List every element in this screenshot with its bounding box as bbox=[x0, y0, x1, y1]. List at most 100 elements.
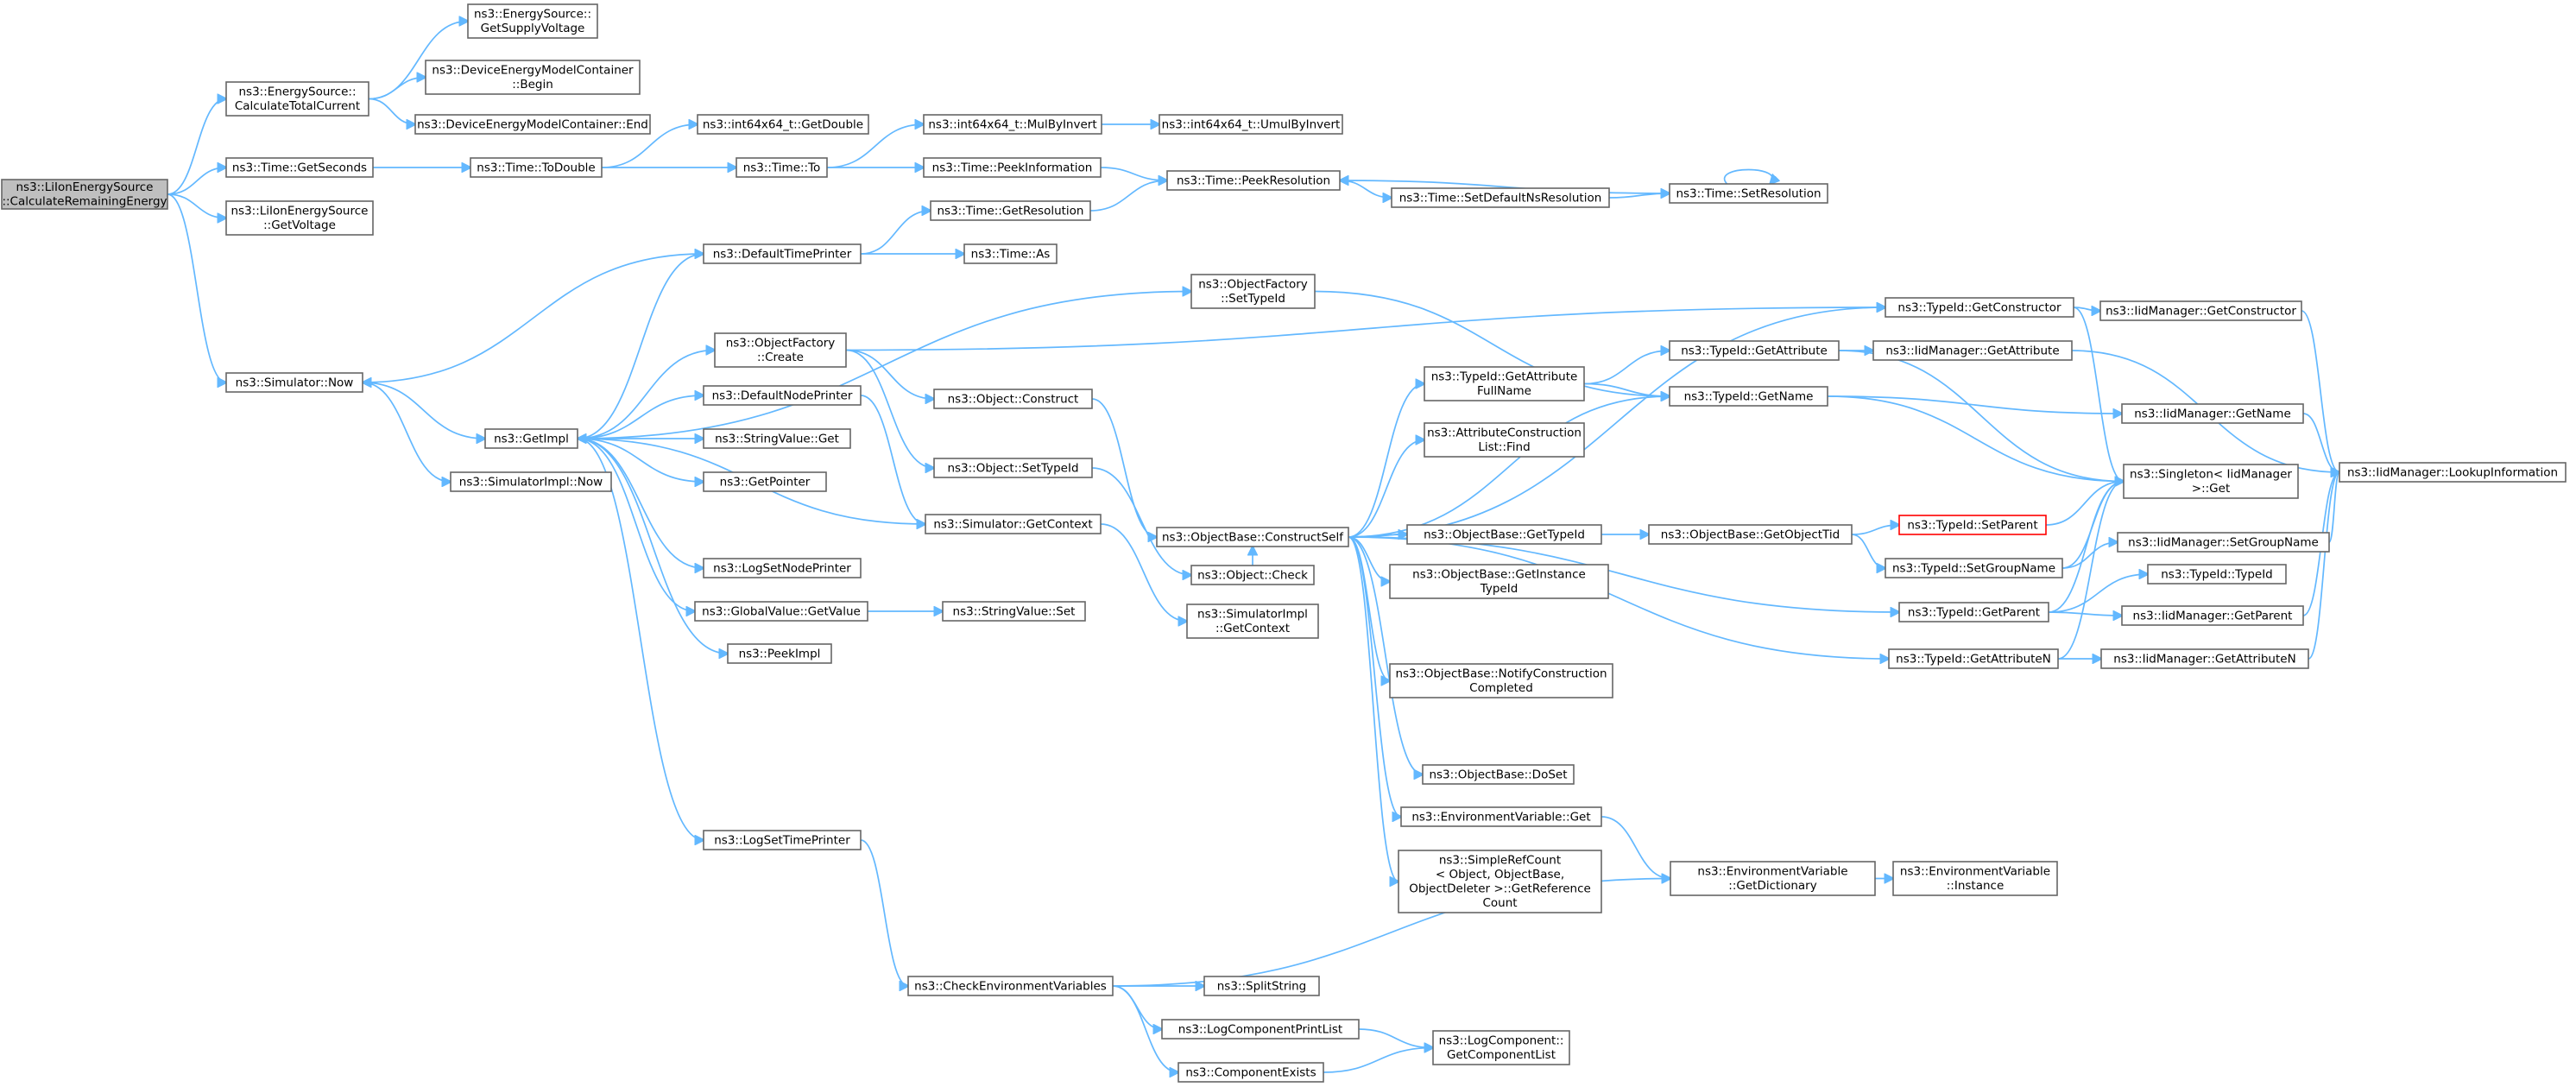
graph-node-singleton-get[interactable]: ns3::Singleton< IidManager>::Get bbox=[2123, 464, 2299, 499]
call-edge-defTimePrinter-to-timeGetRes bbox=[860, 211, 931, 255]
graph-node-time-set-def-ns[interactable]: ns3::Time::SetDefaultNsResolution bbox=[1391, 187, 1610, 208]
call-edge-tidGetAttributeN-to-singletonGet bbox=[2057, 482, 2124, 660]
graph-node-time-as[interactable]: ns3::Time::As bbox=[963, 243, 1058, 264]
graph-node-env-var-instance[interactable]: ns3::EnvironmentVariable::Instance bbox=[1892, 861, 2058, 896]
call-edge-tidGetName-to-singletonGet bbox=[1827, 395, 2124, 482]
node-box bbox=[225, 157, 374, 178]
graph-node-ob-get-object-tid[interactable]: ns3::ObjectBase::GetObjectTid bbox=[1648, 524, 1853, 545]
node-box bbox=[1391, 187, 1610, 208]
graph-node-tid-get-parent[interactable]: ns3::TypeId::GetParent bbox=[1898, 602, 2049, 622]
node-label: ns3::LogSetTimePrinter bbox=[714, 833, 850, 847]
graph-node-get-supply[interactable]: ns3::EnergySource::GetSupplyVoltage bbox=[467, 3, 598, 39]
graph-node-get-pointer[interactable]: ns3::GetPointer bbox=[703, 471, 827, 492]
graph-node-iid-get-name[interactable]: ns3::IidManager::GetName bbox=[2121, 403, 2304, 424]
graph-node-log-comp-print-list[interactable]: ns3::LogComponentPrintList bbox=[1161, 1019, 1360, 1040]
node-label: FullName bbox=[1477, 384, 1531, 398]
node-box bbox=[450, 471, 612, 492]
graph-node-ob-do-set[interactable]: ns3::ObjectBase::DoSet bbox=[1422, 764, 1575, 785]
graph-node-log-comp-get-list[interactable]: ns3::LogComponent::GetComponentList bbox=[1432, 1030, 1570, 1065]
graph-node-i64-get-double[interactable]: ns3::int64x64_t::GetDouble bbox=[697, 114, 869, 135]
graph-node-iid-get-attribute[interactable]: ns3::IidManager::GetAttribute bbox=[1872, 340, 2073, 361]
node-label: ns3::ComponentExists bbox=[1185, 1065, 1316, 1079]
graph-node-tid-type-id[interactable]: ns3::TypeId::TypeId bbox=[2147, 564, 2287, 585]
node-box bbox=[2121, 605, 2304, 626]
graph-node-i64-mul-by-invert[interactable]: ns3::int64x64_t::MulByInvert bbox=[923, 114, 1102, 135]
node-label: ns3::ObjectBase::ConstructSelf bbox=[1162, 530, 1344, 544]
node-label: < Object, ObjectBase, bbox=[1436, 868, 1564, 882]
graph-node-sim-get-context[interactable]: ns3::Simulator::GetContext bbox=[925, 514, 1102, 534]
graph-node-get-impl[interactable]: ns3::GetImpl bbox=[484, 428, 578, 449]
graph-node-ob-construct-self[interactable]: ns3::ObjectBase::ConstructSelf bbox=[1156, 527, 1349, 547]
node-label: ns3::DeviceEnergyModelContainer bbox=[432, 64, 634, 78]
graph-node-tid-set-parent[interactable]: ns3::TypeId::SetParent bbox=[1898, 515, 2047, 535]
graph-node-str-val-set[interactable]: ns3::StringValue::Set bbox=[942, 601, 1086, 622]
graph-node-tid-get-attribute-n[interactable]: ns3::TypeId::GetAttributeN bbox=[1888, 648, 2059, 669]
graph-node-tid-set-group-name[interactable]: ns3::TypeId::SetGroupName bbox=[1885, 558, 2063, 578]
graph-node-comp-exists[interactable]: ns3::ComponentExists bbox=[1178, 1062, 1324, 1083]
graph-node-obj-set-type-id[interactable]: ns3::Object::SetTypeId bbox=[933, 458, 1093, 478]
graph-node-time-to-double[interactable]: ns3::Time::ToDouble bbox=[470, 157, 603, 178]
graph-node-check-env-vars[interactable]: ns3::CheckEnvironmentVariables bbox=[907, 976, 1114, 996]
node-box bbox=[727, 643, 832, 664]
graph-node-obj-construct[interactable]: ns3::Object::Construct bbox=[933, 389, 1093, 409]
graph-node-of-set-type-id[interactable]: ns3::ObjectFactory::SetTypeId bbox=[1190, 274, 1316, 309]
graph-node-obj-check[interactable]: ns3::Object::Check bbox=[1190, 565, 1315, 585]
node-label: ns3::GetImpl bbox=[494, 432, 569, 446]
graph-node-def-node-printer[interactable]: ns3::DefaultNodePrinter bbox=[703, 385, 862, 406]
graph-node-log-set-time-printer[interactable]: ns3::LogSetTimePrinter bbox=[703, 830, 862, 850]
graph-node-time-set-res[interactable]: ns3::Time::SetResolution bbox=[1669, 183, 1828, 204]
node-label: ns3::IidManager::SetGroupName bbox=[2128, 535, 2319, 549]
graph-node-def-time-printer[interactable]: ns3::DefaultTimePrinter bbox=[703, 243, 862, 264]
graph-node-env-var-get[interactable]: ns3::EnvironmentVariable::Get bbox=[1400, 806, 1602, 827]
call-edge-timeToDouble-to-i64GetDouble bbox=[601, 124, 698, 168]
node-label: ns3::TypeId::GetAttribute bbox=[1431, 370, 1578, 384]
call-edge-getImpl-to-getPointer bbox=[577, 438, 704, 482]
graph-node-sim-now[interactable]: ns3::Simulator::Now bbox=[225, 372, 363, 393]
graph-node-gv-get-value[interactable]: ns3::GlobalValue::GetValue bbox=[694, 601, 868, 622]
graph-node-root[interactable]: ns3::LiIonEnergySource::CalculateRemaini… bbox=[1, 179, 168, 210]
graph-node-str-val-get[interactable]: ns3::StringValue::Get bbox=[703, 428, 851, 449]
graph-node-env-var-get-dict[interactable]: ns3::EnvironmentVariable::GetDictionary bbox=[1670, 861, 1876, 896]
call-edge-ofCreate-to-objConstruct bbox=[845, 349, 934, 400]
graph-node-dem-end[interactable]: ns3::DeviceEnergyModelContainer::End bbox=[414, 114, 651, 135]
graph-node-ob-get-type-id[interactable]: ns3::ObjectBase::GetTypeId bbox=[1406, 524, 1602, 545]
graph-node-i64-umul-by-invert[interactable]: ns3::int64x64_t::UmulByInvert bbox=[1159, 114, 1343, 135]
call-edge-getImpl-to-logSetNodePrinter bbox=[577, 438, 704, 568]
graph-node-log-set-node-printer[interactable]: ns3::LogSetNodePrinter bbox=[703, 558, 862, 578]
call-edge-getImpl-to-peekImpl bbox=[577, 438, 728, 654]
call-edge-objSetTypeId-to-objCheck bbox=[1091, 467, 1191, 575]
graph-node-iid-set-group-name[interactable]: ns3::IidManager::SetGroupName bbox=[2117, 532, 2330, 553]
call-edge-root-to-simNow bbox=[167, 193, 226, 382]
graph-node-time-get-res[interactable]: ns3::Time::GetResolution bbox=[930, 200, 1091, 221]
graph-node-tid-get-name[interactable]: ns3::TypeId::GetName bbox=[1669, 386, 1828, 407]
node-label: ::Begin bbox=[512, 78, 553, 92]
graph-node-time-peek-res[interactable]: ns3::Time::PeekResolution bbox=[1166, 170, 1341, 191]
node-label: List::Find bbox=[1478, 440, 1530, 454]
node-label: ns3::Object::SetTypeId bbox=[947, 461, 1078, 475]
graph-node-li-get-voltage[interactable]: ns3::LiIonEnergySource::GetVoltage bbox=[225, 200, 374, 236]
graph-node-calc-total[interactable]: ns3::EnergySource::CalculateTotalCurrent bbox=[225, 81, 369, 117]
graph-node-time-get-seconds[interactable]: ns3::Time::GetSeconds bbox=[225, 157, 374, 178]
graph-node-sim-impl-get-context[interactable]: ns3::SimulatorImpl::GetContext bbox=[1186, 604, 1319, 639]
graph-node-tid-get-constructor[interactable]: ns3::TypeId::GetConstructor bbox=[1885, 297, 2074, 318]
graph-node-iid-lookup[interactable]: ns3::IidManager::LookupInformation bbox=[2339, 462, 2567, 483]
graph-node-tid-get-attribute[interactable]: ns3::TypeId::GetAttribute bbox=[1669, 340, 1840, 361]
graph-node-split-string[interactable]: ns3::SplitString bbox=[1203, 976, 1320, 996]
graph-node-time-to[interactable]: ns3::Time::To bbox=[736, 157, 828, 178]
graph-node-of-create[interactable]: ns3::ObjectFactory::Create bbox=[714, 332, 847, 368]
graph-node-iid-get-attribute-n[interactable]: ns3::IidManager::GetAttributeN bbox=[2100, 648, 2309, 669]
node-label: ns3::Object::Construct bbox=[948, 392, 1079, 406]
graph-node-ob-notify-construction[interactable]: ns3::ObjectBase::NotifyConstructionCompl… bbox=[1389, 663, 1613, 698]
node-label: ::GetDictionary bbox=[1728, 879, 1816, 893]
graph-node-dem-begin[interactable]: ns3::DeviceEnergyModelContainer::Begin bbox=[425, 60, 641, 95]
graph-node-sim-impl-now[interactable]: ns3::SimulatorImpl::Now bbox=[450, 471, 612, 492]
graph-node-simple-ref-count[interactable]: ns3::SimpleRefCount< Object, ObjectBase,… bbox=[1398, 850, 1602, 913]
graph-node-iid-get-constructor[interactable]: ns3::IidManager::GetConstructor bbox=[2099, 300, 2302, 321]
node-label: ns3::EnvironmentVariable bbox=[1697, 865, 1847, 879]
graph-node-iid-get-parent[interactable]: ns3::IidManager::GetParent bbox=[2121, 605, 2304, 626]
graph-node-time-peek-info[interactable]: ns3::Time::PeekInformation bbox=[923, 157, 1102, 178]
graph-node-peek-impl[interactable]: ns3::PeekImpl bbox=[727, 643, 832, 664]
